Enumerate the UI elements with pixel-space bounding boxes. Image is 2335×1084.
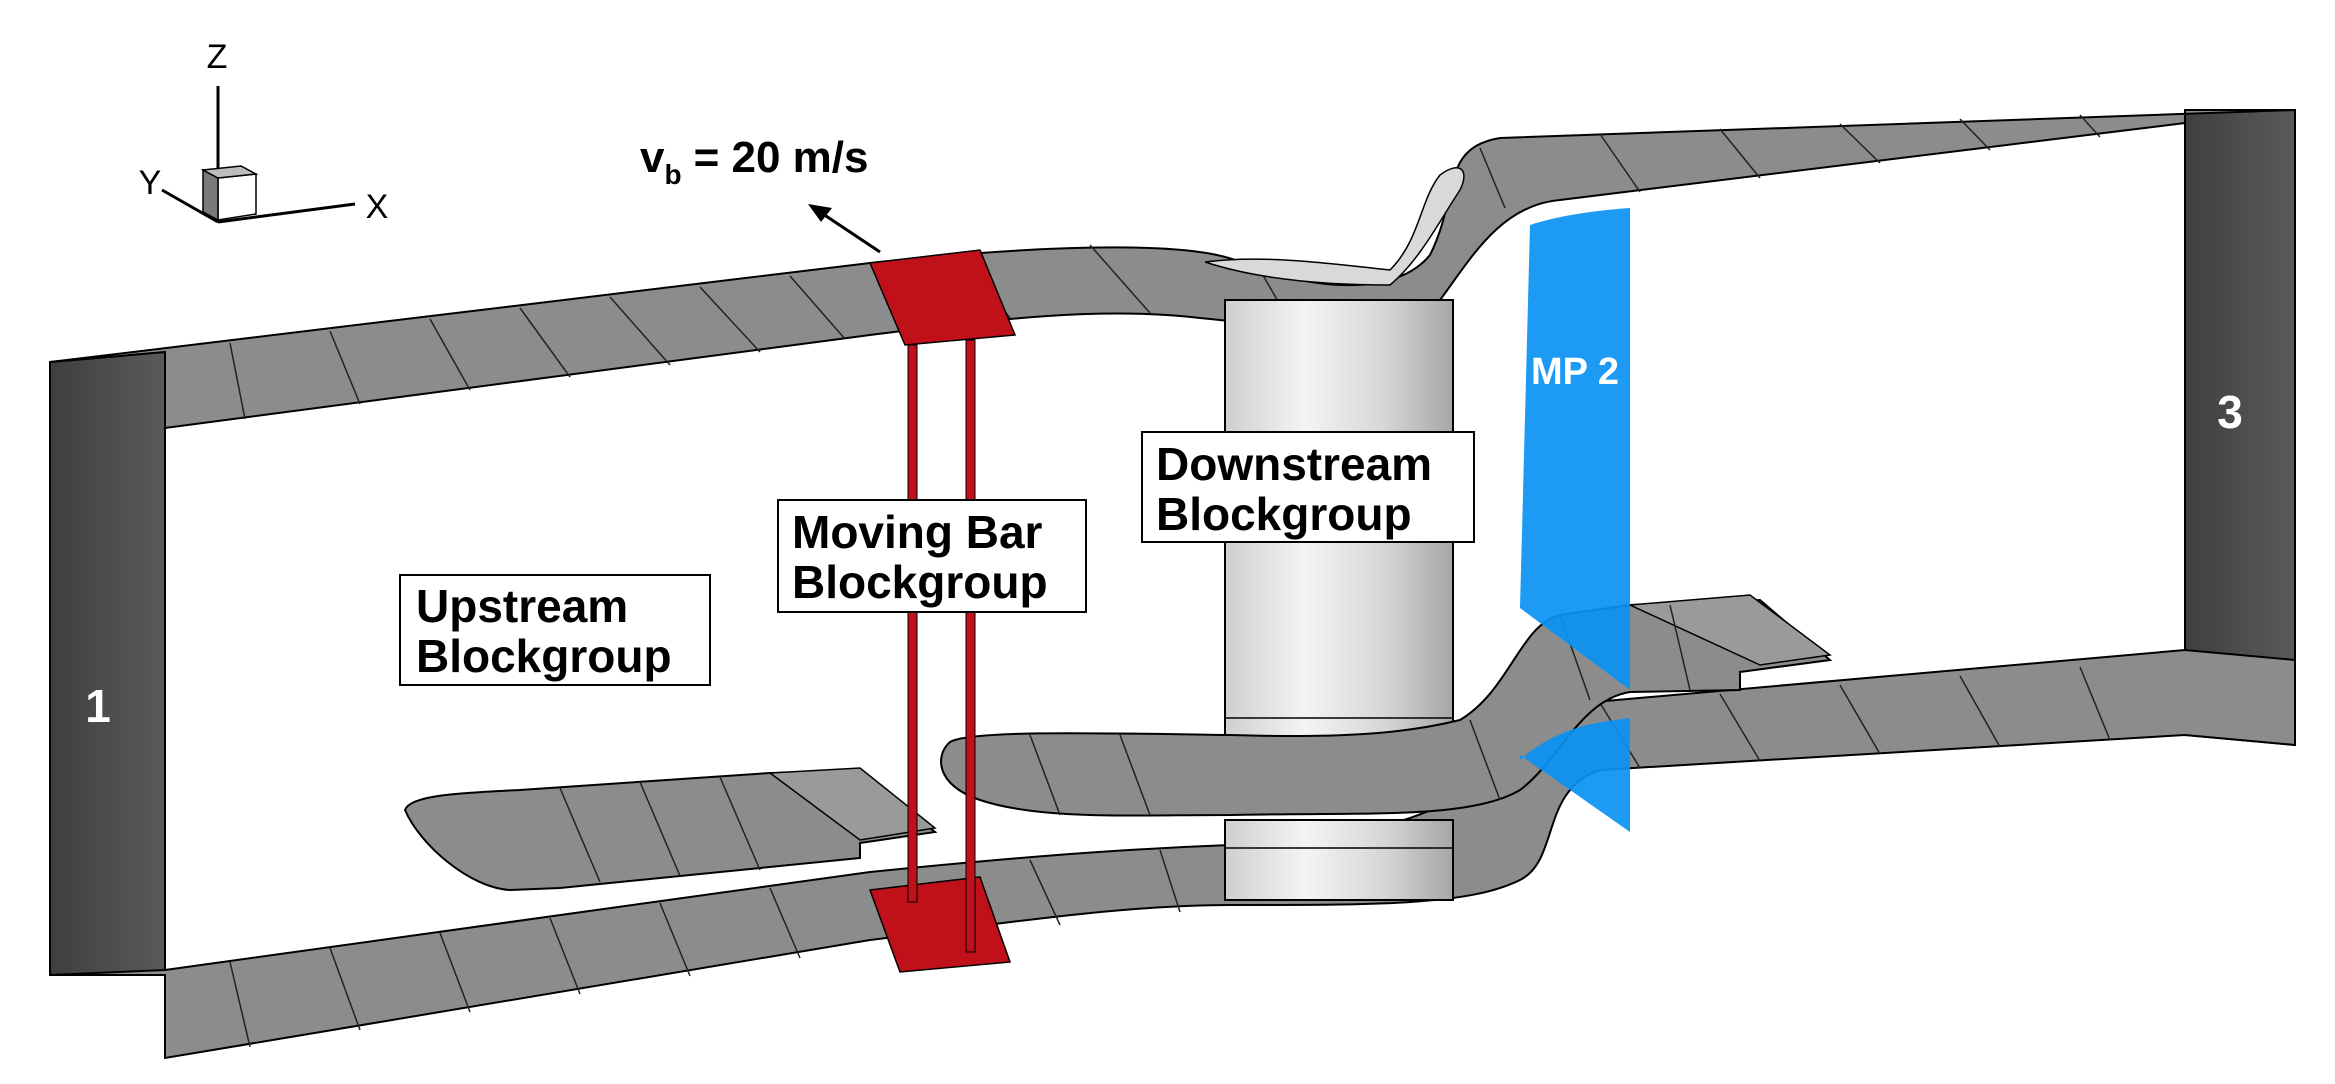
svg-text:Blockgroup: Blockgroup <box>1156 488 1412 540</box>
bottom-wall-panel-lines <box>229 666 2111 1048</box>
moving-bar-label-box: Moving Bar Blockgroup <box>777 499 1087 613</box>
cylinder-lower <box>1224 819 1454 901</box>
svg-text:Downstream: Downstream <box>1156 438 1432 490</box>
mp2-plane <box>1520 208 1630 690</box>
moving-bar-rod-1 <box>907 344 918 903</box>
svg-text:Upstream: Upstream <box>416 580 628 632</box>
axis-y-label: Y <box>139 164 162 202</box>
mp2-label: MP 2 <box>1531 351 1619 393</box>
svg-text:Blockgroup: Blockgroup <box>792 556 1048 608</box>
velocity-label: vb= 20 m/s <box>640 133 869 190</box>
inlet-face <box>49 350 166 976</box>
moving-bar-strip-top <box>868 249 1017 346</box>
top-cutaway <box>1204 167 1465 286</box>
downstream-label-line2: Blockgroup <box>1156 488 1412 540</box>
svg-text:Moving Bar: Moving Bar <box>792 506 1043 558</box>
downstream-plate-trailing <box>1627 594 1832 666</box>
svg-text:Blockgroup: Blockgroup <box>416 630 672 682</box>
upstream-plate <box>403 770 938 892</box>
downstream-label-box: Downstream Blockgroup <box>1141 431 1475 543</box>
top-wall <box>49 109 2296 430</box>
bottom-wall <box>49 648 2296 1060</box>
upstream-label-line2: Blockgroup <box>416 630 672 682</box>
axis-x-label: X <box>366 188 389 226</box>
coordinate-triad: Z Y X <box>139 38 389 226</box>
moving-bar-label-line2: Blockgroup <box>792 556 1048 608</box>
axis-z-label: Z <box>207 38 228 76</box>
triad-cube-front <box>217 173 257 221</box>
velocity-arrowhead <box>808 204 832 222</box>
mp2-plane-lower <box>1520 718 1630 832</box>
velocity-arrow <box>819 210 881 254</box>
triad-cube-top <box>200 165 259 179</box>
downstream-label-line1: Downstream <box>1156 438 1432 490</box>
moving-bar-label-line1: Moving Bar <box>792 506 1043 558</box>
upstream-plate-tail <box>767 767 937 841</box>
upstream-label-box: Upstream Blockgroup <box>399 574 711 686</box>
upstream-plate-lines <box>559 776 761 883</box>
outlet-number: 3 <box>2217 386 2243 438</box>
bar-velocity-annotation: vb= 20 m/s <box>640 133 881 254</box>
moving-bar-rod-2 <box>965 339 976 953</box>
moving-bar-rods <box>907 339 976 953</box>
inlet-number: 1 <box>85 680 111 732</box>
upstream-label-line1: Upstream <box>416 580 628 632</box>
downstream-plate-lines <box>1029 604 1691 816</box>
